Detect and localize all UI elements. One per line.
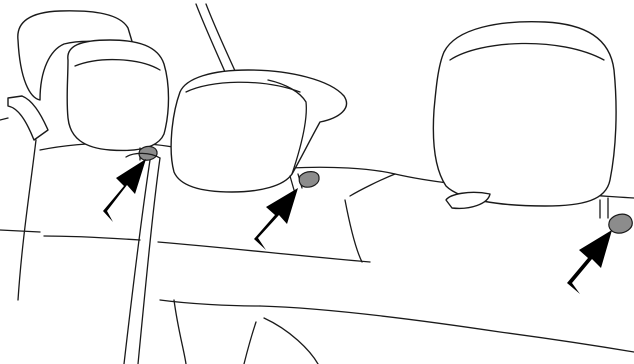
right-release-button bbox=[609, 214, 632, 233]
center-seat-belt bbox=[174, 300, 186, 364]
arrow-up-right-icon bbox=[567, 230, 612, 294]
right-headrest bbox=[433, 22, 616, 218]
arrow-up-right-icon bbox=[103, 159, 146, 222]
left-seat-belt bbox=[124, 158, 160, 364]
center-release-button bbox=[299, 172, 319, 188]
center-headrest bbox=[171, 70, 346, 192]
arrow-up-right-icon bbox=[254, 188, 298, 250]
left-headrest bbox=[18, 11, 169, 160]
